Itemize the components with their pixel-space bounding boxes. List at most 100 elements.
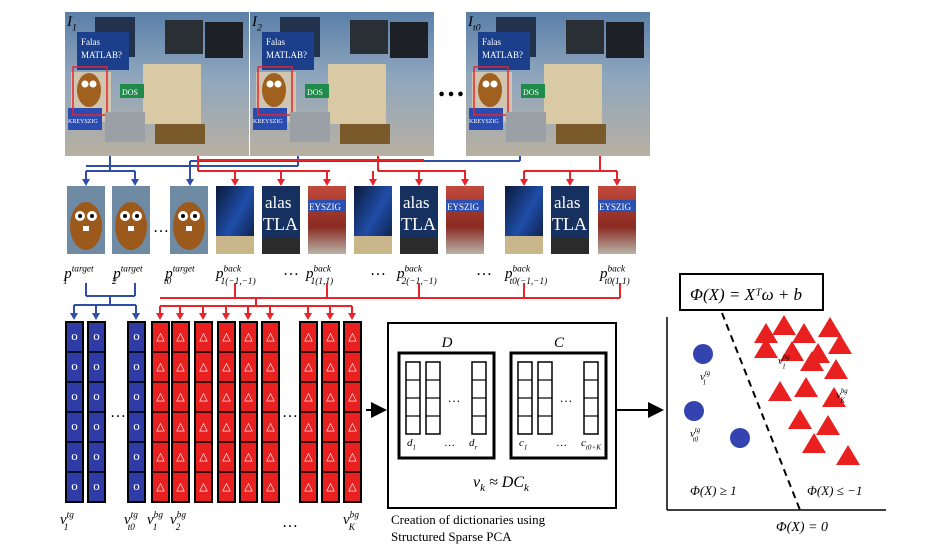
triangle-glyph: △ — [176, 391, 185, 403]
background-point — [794, 377, 818, 397]
feature-vectors: oooooooooooooooooo△△△△△△△△△△△△△△△△△△△△△△… — [60, 321, 387, 533]
connector-lines — [70, 156, 621, 320]
triangle-glyph: △ — [266, 331, 275, 343]
triangle-glyph: △ — [244, 481, 253, 493]
triangle-glyph: △ — [326, 451, 335, 463]
caption-line-1: Creation of dictionaries using — [391, 512, 546, 527]
triangle-glyph: △ — [156, 451, 165, 463]
triangle-glyph: △ — [266, 481, 275, 493]
speaker — [165, 20, 203, 54]
beaver-pupil — [193, 214, 197, 218]
triangle-glyph: △ — [244, 421, 253, 433]
svg-text:c1: c1 — [519, 437, 527, 451]
beaver-eye — [81, 80, 89, 88]
triangle-glyph: △ — [176, 331, 185, 343]
triangle-glyph: △ — [244, 331, 253, 343]
circle-glyph: o — [93, 478, 100, 493]
arrow-head — [186, 179, 194, 186]
triangle-glyph: △ — [326, 331, 335, 343]
dictionary-D: …d1…dr — [397, 351, 496, 460]
beaver-eye — [274, 80, 282, 88]
image-patch: EYSZIG — [308, 186, 346, 254]
triangle-glyph: △ — [176, 421, 185, 433]
dos-text: DOS — [122, 88, 138, 97]
background-point — [828, 334, 852, 354]
beaver-pupil — [181, 214, 185, 218]
dos-box — [305, 84, 329, 98]
beaver-teeth — [186, 226, 192, 231]
arrow-head — [304, 313, 312, 320]
patch-bg — [598, 186, 636, 254]
triangle-glyph: △ — [199, 361, 208, 373]
arrow-head — [199, 313, 207, 320]
background-vector: △△△△△△ — [261, 321, 280, 503]
background-point — [780, 341, 804, 361]
triangle-glyph: △ — [304, 451, 313, 463]
background-point — [822, 387, 846, 407]
patch-text: EYSZIG — [309, 202, 341, 212]
triangle-glyph: △ — [176, 361, 185, 373]
background-point — [772, 315, 796, 335]
triangle-glyph: △ — [222, 361, 231, 373]
arrow-head — [156, 313, 164, 320]
background-vector: △△△△△△ — [239, 321, 258, 503]
background-point — [792, 323, 816, 343]
arrow-head — [461, 179, 469, 186]
arrow-head — [266, 313, 274, 320]
beaver-toy — [478, 73, 502, 107]
frame-label: I1 — [66, 14, 77, 34]
circle-glyph: o — [133, 328, 140, 343]
image-patch: EYSZIG — [446, 186, 484, 254]
patch-strip — [354, 236, 392, 254]
circle-glyph: o — [133, 418, 140, 433]
video-frames-row: FalasMATLAB?DOSKREYSZIGI1FalasMATLAB?DOS… — [65, 12, 650, 156]
triangle-glyph: △ — [326, 481, 335, 493]
circle-glyph: o — [71, 388, 78, 403]
circle-glyph: o — [93, 418, 100, 433]
region-label-back: Φ(X) ≤ −1 — [807, 483, 862, 498]
target-bbox — [72, 66, 108, 116]
patch-strip — [262, 238, 300, 254]
mug-text: KREYSZIG — [253, 119, 283, 125]
patch-strip — [505, 236, 543, 254]
image-patch: EYSZIG — [598, 186, 636, 254]
arrow-head — [369, 179, 377, 186]
pcb — [556, 124, 606, 144]
pcb — [155, 124, 205, 144]
equation-box — [679, 273, 824, 311]
triangle-glyph: △ — [348, 391, 357, 403]
triangle-glyph: △ — [266, 391, 275, 403]
background-vector: △△△△△△ — [343, 321, 362, 503]
classifier-equation: Φ(X) = Xᵀω + b — [690, 285, 802, 304]
beaver-toy — [262, 73, 286, 107]
mug-band — [446, 200, 484, 212]
triangle-glyph: △ — [348, 451, 357, 463]
dos-text: DOS — [523, 88, 539, 97]
triangle-glyph: △ — [156, 361, 165, 373]
triangle-glyph: △ — [199, 421, 208, 433]
triangle-glyph: △ — [222, 331, 231, 343]
book-text: Falas — [482, 37, 501, 47]
mug-band — [308, 200, 346, 212]
mug — [253, 108, 287, 130]
arrow-head — [520, 179, 528, 186]
book-text: Falas — [81, 37, 100, 47]
patches-ellipsis: … — [153, 219, 169, 236]
triangle-glyph: △ — [326, 421, 335, 433]
triangle-glyph: △ — [348, 331, 357, 343]
background-vector: △△△△△△ — [321, 321, 340, 503]
target-point — [693, 344, 713, 364]
speaker — [566, 20, 604, 54]
